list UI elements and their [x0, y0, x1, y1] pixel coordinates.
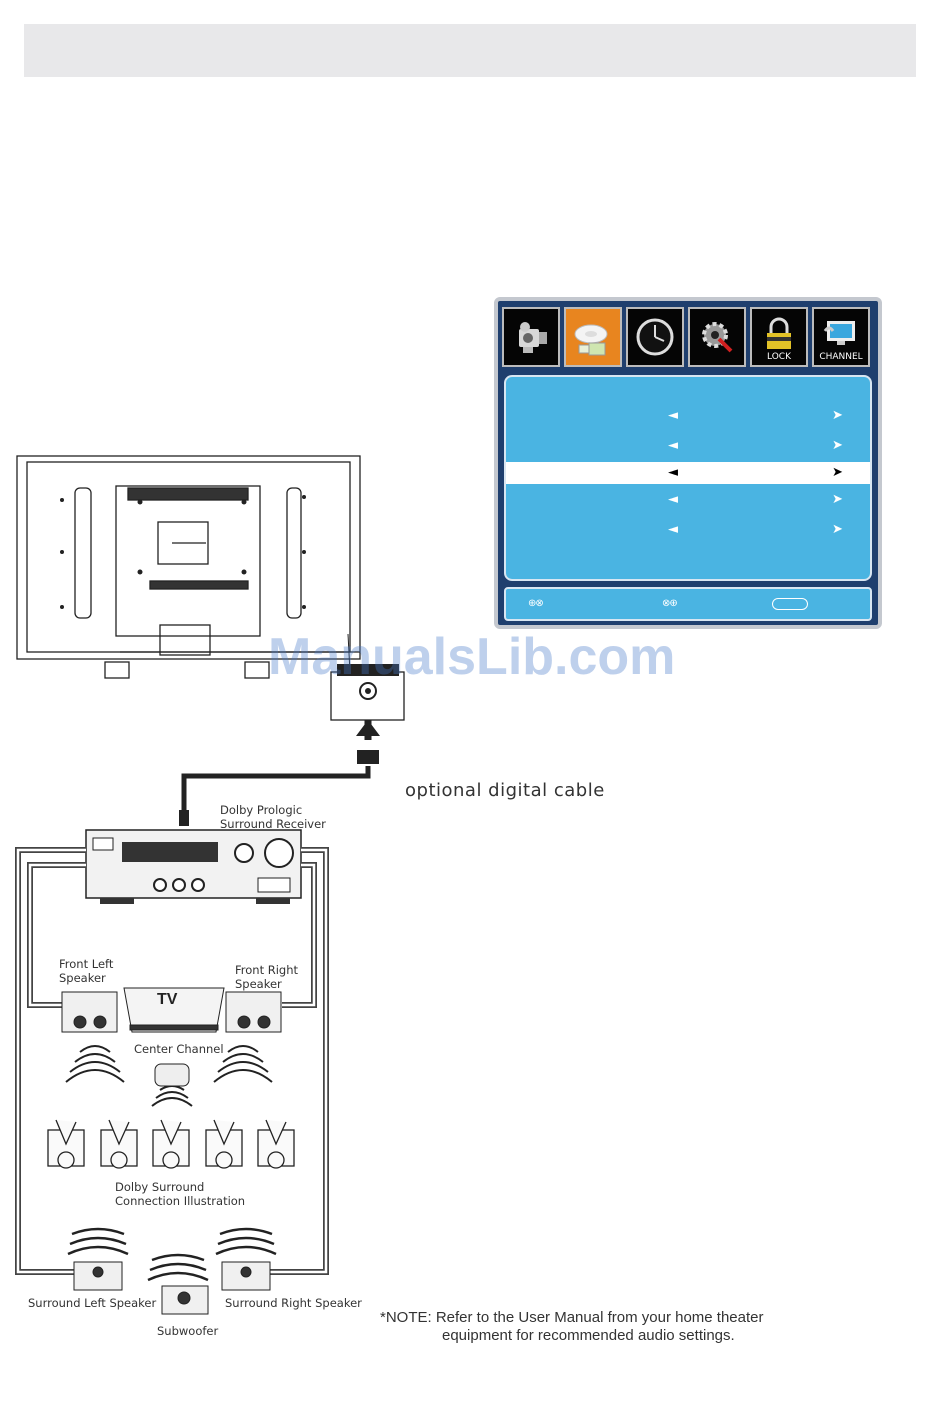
- monitor-icon: [823, 321, 855, 345]
- subwoofer: [161, 1285, 209, 1315]
- watermark: ManualsLib.com: [268, 628, 676, 686]
- osd-footer: ⊕⊗ ⊗⊕: [504, 587, 872, 621]
- header-bar: [24, 24, 916, 77]
- tv-text: TV: [157, 991, 178, 1008]
- osd-options-panel: ◄ ➤ ◄ ➤ ◄ ➤ ◄ ➤ ◄ ➤: [504, 375, 872, 581]
- tab-audio[interactable]: [564, 307, 622, 367]
- arrow-right-icon[interactable]: ➤: [832, 492, 843, 507]
- audio-disc-icon: [574, 324, 608, 356]
- padlock-icon: [767, 317, 791, 349]
- surround-right-speaker: [221, 1261, 271, 1291]
- center-tv: [123, 987, 225, 1033]
- tab-lock[interactable]: LOCK: [750, 307, 808, 367]
- osd-menu: LOCK CHANNEL ◄ ➤ ◄ ➤ ◄ ➤ ◄ ➤ ◄ ➤ ⊕⊗: [494, 297, 882, 629]
- front-right-label-1: Front Right: [235, 963, 299, 977]
- arrow-right-icon[interactable]: ➤: [832, 408, 843, 423]
- note-text: *NOTE: Refer to the User Manual from you…: [380, 1309, 764, 1345]
- sound-waves: [65, 1045, 273, 1107]
- dolby-label-2: Connection Illustration: [115, 1194, 246, 1208]
- receiver-label-2: Surround Receiver: [220, 817, 326, 831]
- arrow-left-icon[interactable]: ◄: [668, 465, 678, 480]
- osd-row[interactable]: ◄ ➤: [506, 435, 870, 457]
- optical-jack-box: [330, 671, 405, 721]
- front-right-speaker: [225, 991, 282, 1033]
- clock-icon: [636, 318, 674, 356]
- dolby-label-1: Dolby Surround: [115, 1180, 205, 1194]
- front-left-label-2: Speaker: [59, 971, 106, 985]
- subwoofer-label: Subwoofer: [157, 1324, 219, 1338]
- connection-diagram: TV: [15, 455, 405, 1315]
- arrow-left-icon[interactable]: ◄: [668, 408, 678, 423]
- center-speaker: [154, 1063, 190, 1087]
- arrow-right-icon[interactable]: ➤: [832, 465, 843, 480]
- arrow-left-icon[interactable]: ◄: [668, 438, 678, 453]
- tab-picture[interactable]: [502, 307, 560, 367]
- tv-screw-marks: [60, 495, 306, 609]
- surround-receiver: [85, 829, 302, 904]
- tv-back-panel: [16, 455, 361, 679]
- front-left-speaker: [61, 991, 118, 1033]
- center-channel-label: Center Channel: [134, 1042, 224, 1056]
- left-right-icon: ⊗⊕: [662, 598, 678, 609]
- camera-icon: [519, 322, 547, 353]
- surround-left-speaker: [73, 1261, 123, 1291]
- tab-setup[interactable]: [688, 307, 746, 367]
- osd-row[interactable]: ◄ ➤: [506, 489, 870, 511]
- front-right-label-2: Speaker: [235, 977, 282, 991]
- surround-right-label: Surround Right Speaker: [225, 1296, 362, 1310]
- note-line-2: equipment for recommended audio settings…: [442, 1327, 735, 1344]
- front-left-label-1: Front Left: [59, 957, 114, 971]
- arrow-right-icon[interactable]: ➤: [832, 438, 843, 453]
- arrow-left-icon[interactable]: ◄: [668, 492, 678, 507]
- speaker-wires: [15, 847, 329, 1275]
- note-line-1: *NOTE: Refer to the User Manual from you…: [380, 1309, 764, 1326]
- arrow-right-icon[interactable]: ➤: [832, 522, 843, 537]
- up-down-icon: ⊕⊗: [528, 598, 544, 609]
- osd-row-selected[interactable]: ◄ ➤: [506, 462, 870, 484]
- cable-label: optional digital cable: [405, 780, 605, 801]
- osd-row[interactable]: ◄ ➤: [506, 405, 870, 427]
- ok-button-icon: [772, 598, 808, 610]
- arrow-left-icon[interactable]: ◄: [668, 522, 678, 537]
- gear-icon: [702, 322, 733, 353]
- tab-time[interactable]: [626, 307, 684, 367]
- osd-row[interactable]: ◄ ➤: [506, 519, 870, 541]
- digital-cable: [181, 766, 371, 812]
- receiver-label-1: Dolby Prologic: [220, 803, 303, 817]
- surround-left-label: Surround Left Speaker: [28, 1296, 157, 1310]
- tab-channel[interactable]: CHANNEL: [812, 307, 870, 367]
- listener-icons: [47, 1119, 295, 1169]
